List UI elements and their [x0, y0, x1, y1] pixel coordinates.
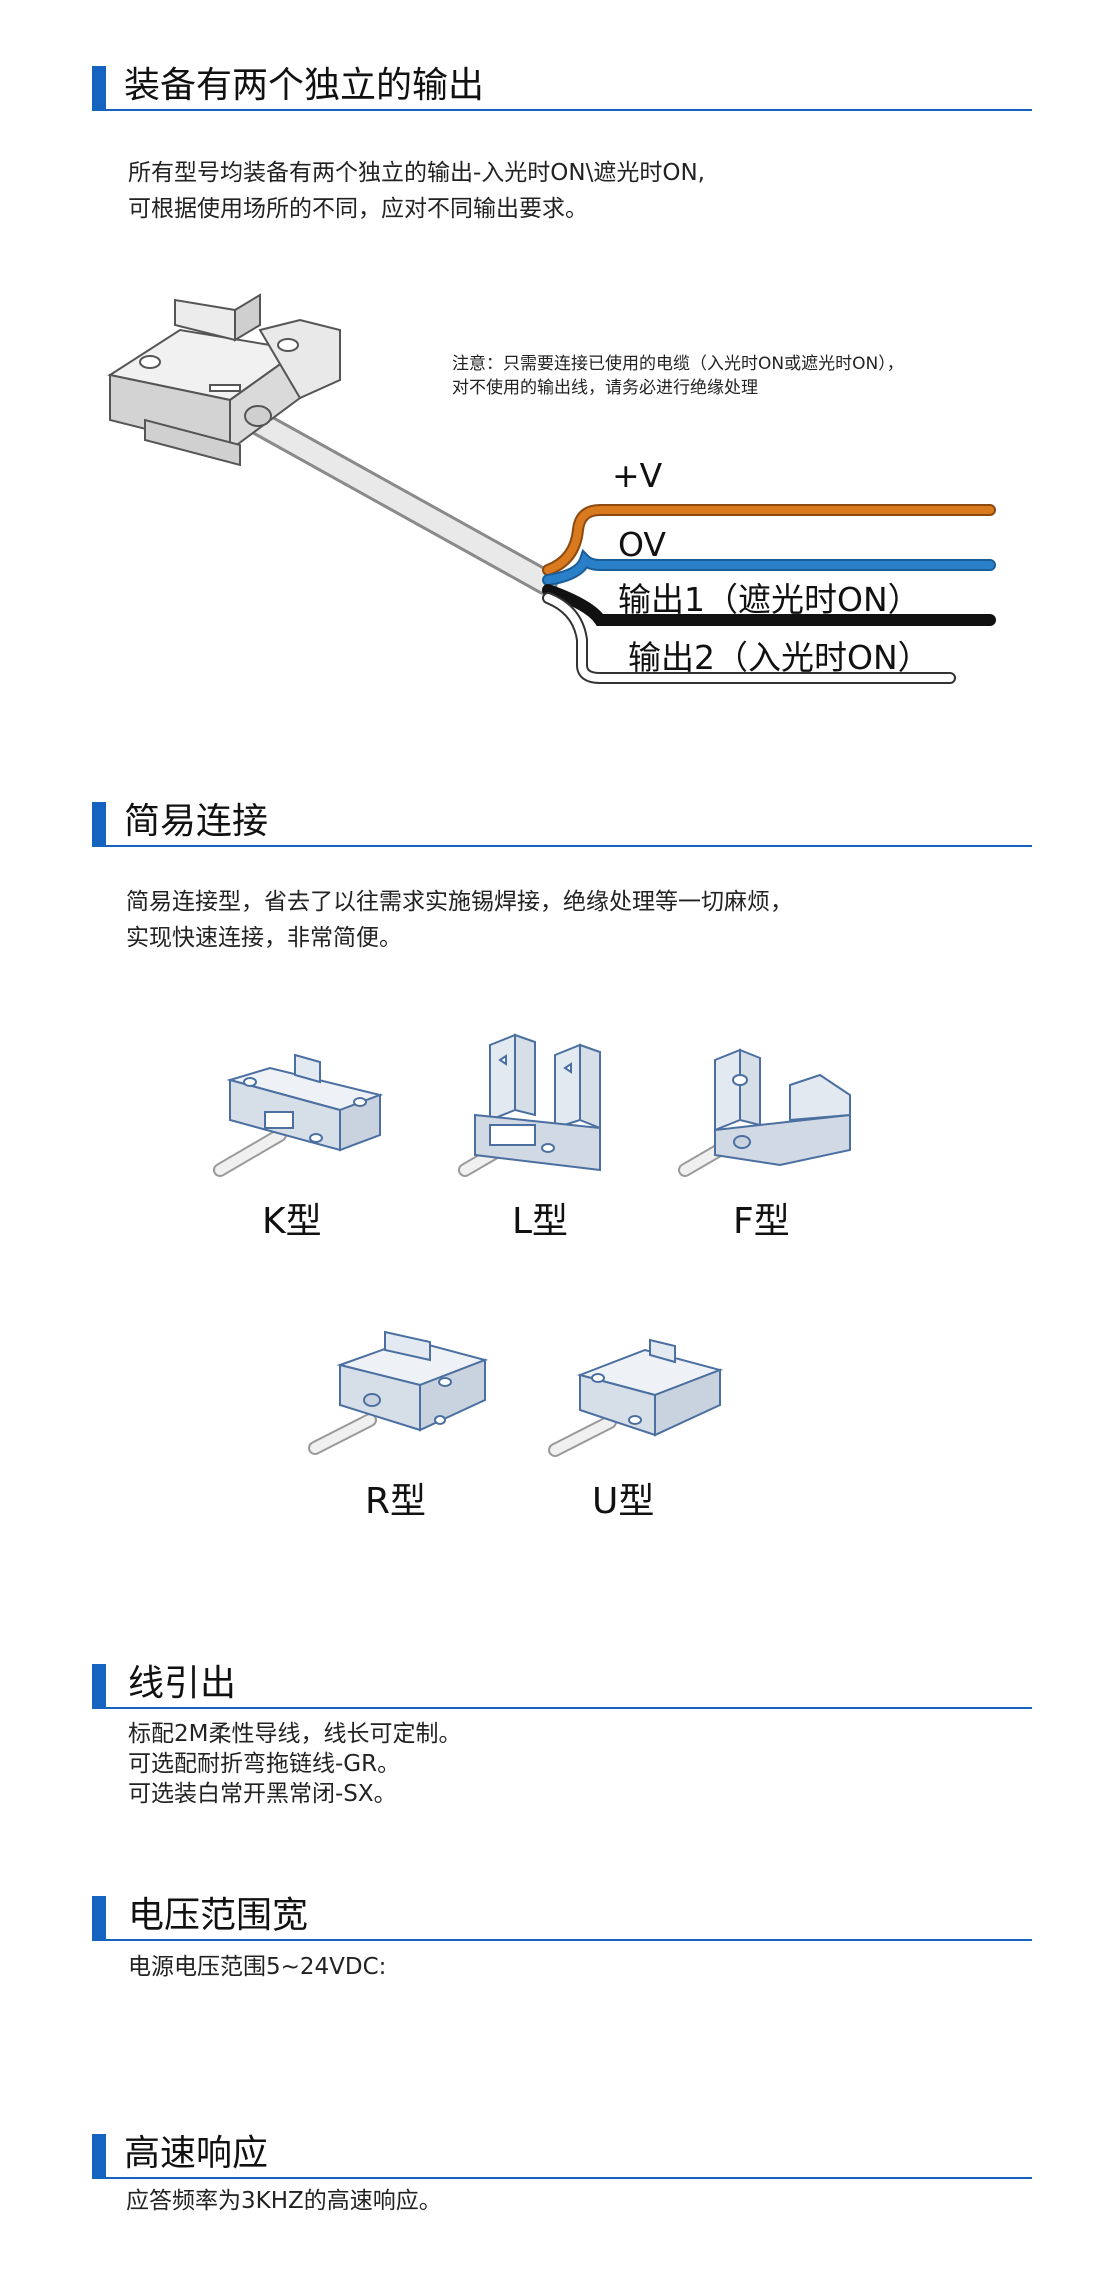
sensor-l-icon	[458, 1033, 601, 1177]
wiring-diagram	[107, 293, 996, 684]
model-label-l: L型	[512, 1201, 569, 1242]
model-label-r: R型	[365, 1481, 427, 1522]
connect-text-2: 实现快速连接，非常简便。	[126, 925, 402, 951]
outputs-text-1: 所有型号均装备有两个独立的输出-入光时ON\遮光时ON,	[128, 160, 705, 186]
model-label-f: F型	[733, 1201, 790, 1242]
lead-text-2: 可选配耐折弯拖链线-GR。	[128, 1751, 401, 1777]
section-title-outputs: 装备有两个独立的输出	[124, 65, 485, 106]
lead-text-1: 标配2M柔性导线，线长可定制。	[128, 1721, 462, 1747]
connect-text-1: 简易连接型，省去了以往需求实施锡焊接，绝缘处理等一切麻烦，	[126, 889, 793, 915]
wire-label-output-1: 输出1（遮光时ON）	[618, 580, 921, 619]
section-bar-outputs	[92, 66, 106, 110]
sensor-u-icon	[548, 1338, 724, 1457]
model-label-u: U型	[592, 1481, 655, 1522]
section-title-voltage: 电压范围宽	[128, 1895, 309, 1936]
section-underline-lead	[92, 1707, 1032, 1709]
section-underline-connect	[92, 845, 1032, 847]
section-title-speed: 高速响应	[124, 2133, 269, 2174]
sensor-main-icon	[107, 293, 341, 467]
section-bar-voltage	[92, 1896, 106, 1940]
section-underline-outputs	[92, 109, 1032, 111]
lead-text-3: 可选装白常开黑常闭-SX。	[128, 1781, 397, 1807]
section-bar-speed	[92, 2134, 106, 2178]
section-underline-speed	[92, 2177, 1032, 2179]
sensor-f-icon	[678, 1048, 851, 1177]
speed-text-1: 应答频率为3KHZ的高速响应。	[126, 2188, 442, 2214]
outputs-note-2: 对不使用的输出线，请务必进行绝缘处理	[452, 378, 758, 398]
section-title-connect: 简易连接	[124, 801, 269, 842]
wire-label-output-2: 输出2（入光时ON）	[628, 638, 931, 677]
section-bar-connect	[92, 802, 106, 846]
wire-label-plus-v: +V	[612, 456, 663, 495]
sensor-r-icon	[308, 1330, 489, 1455]
voltage-text-1: 电源电压范围5~24VDC:	[128, 1954, 387, 1980]
section-bar-lead	[92, 1664, 106, 1708]
wire-output-1	[542, 584, 996, 626]
sensor-k-icon	[213, 1053, 384, 1177]
section-underline-voltage	[92, 1939, 1032, 1941]
section-title-lead: 线引出	[128, 1663, 237, 1704]
wire-label-0v: OV	[618, 525, 666, 564]
outputs-text-2: 可根据使用场所的不同，应对不同输出要求。	[128, 196, 588, 222]
outputs-note-1: 注意：只需要连接已使用的电缆（入光时ON或遮光时ON），	[452, 354, 904, 374]
model-label-k: K型	[262, 1201, 322, 1242]
